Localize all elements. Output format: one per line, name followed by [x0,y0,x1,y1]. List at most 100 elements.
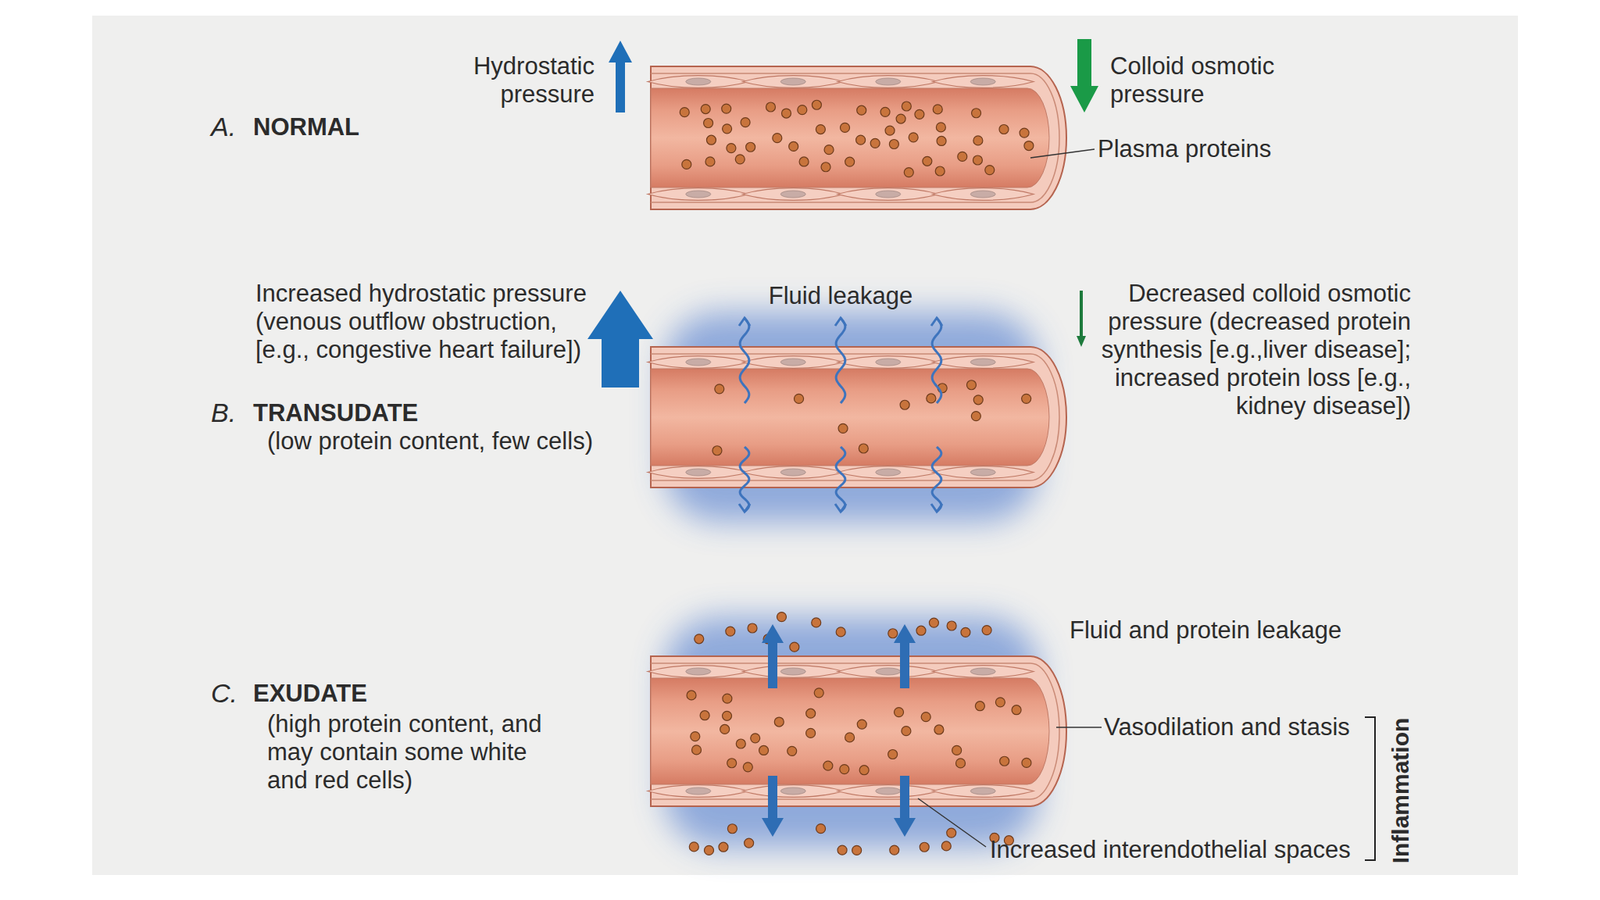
endothelial-cell [647,188,750,201]
plasma-protein [858,443,868,454]
endothelial-cell [932,75,1035,89]
leak-arrowhead [835,317,847,326]
wall-layer-line [650,798,1031,800]
plasma-protein [686,690,697,700]
plasma-protein [914,109,925,119]
cell-nucleus [970,468,996,476]
plasma-protein [957,151,968,161]
plasma-protein [692,745,702,755]
plasma-protein [772,133,783,143]
endothelial-cell [742,665,845,679]
cell-nucleus [970,358,996,366]
plasma-protein [973,135,983,146]
panel-title: NORMAL [253,113,360,142]
leak-wave [932,446,942,512]
plasma-protein [946,621,957,631]
plasma-protein [704,845,715,855]
plasma-protein [750,733,761,743]
panel-letter: A. [210,112,236,141]
endothelial-cell [742,75,845,89]
blood-vessel [647,346,1067,488]
endothelial-cell [932,785,1035,798]
plasma-protein [896,114,906,124]
plasma-protein [972,155,983,165]
leak-wave [932,317,942,404]
plasma-protein [935,166,945,176]
cell-nucleus [875,787,901,795]
callout-label: Fluid leakage [768,282,913,311]
cell-nucleus [875,190,901,198]
leak-wave [739,446,750,512]
plasma-protein [725,626,736,636]
plasma-protein [781,108,791,118]
pressure-arrow [1076,290,1086,347]
plasma-protein [999,125,1009,135]
endothelial-cell [837,785,940,798]
leak-wave [739,317,750,404]
plasma-protein [721,103,732,114]
plasma-protein [888,749,898,759]
cell-nucleus [970,190,996,198]
plasma-protein [936,135,947,146]
plasma-protein [885,125,895,136]
plasma-protein [960,627,971,637]
plasma-protein [971,108,982,118]
endothelial-cell [837,356,940,369]
leader-line [1056,726,1102,729]
cell-nucleus [685,787,711,795]
plasma-protein [901,726,911,736]
plasma-protein [742,762,753,772]
cell-nucleus [970,78,996,86]
plasma-protein [880,107,890,117]
leak-arrowhead [739,317,750,326]
leak-arrowhead [931,503,943,512]
wall-layer-line [650,72,1031,75]
endothelial-cell [647,356,750,369]
plasma-protein [789,642,800,652]
leak-arrowhead [739,503,750,512]
panel-title: EXUDATE [253,679,368,708]
leader-line [917,798,986,847]
plasma-protein [932,104,943,115]
plasma-protein [857,105,867,115]
plasma-protein [971,411,981,422]
cell-nucleus [685,667,711,675]
inflammation-bracket [1364,717,1375,861]
endothelial-cell [647,785,750,798]
plasma-protein [718,842,729,852]
callout-label: Vasodilation and stasis [1103,713,1350,742]
endothelial-cell [837,75,940,89]
plasma-protein [838,423,848,433]
plasma-protein [852,845,862,855]
plasma-protein [824,145,834,155]
plasma-protein [975,701,985,711]
cell-nucleus [780,358,806,366]
vessel-lumen [650,368,1050,466]
plasma-protein [787,746,797,756]
plasma-protein [1000,756,1010,766]
endothelial-cell [647,466,750,479]
plasma-protein [700,104,711,115]
plasma-protein [735,739,746,749]
cell-nucleus [875,358,901,366]
plasma-protein [926,393,936,404]
plasma-protein [703,118,714,129]
plasma-protein [908,132,918,143]
plasma-protein [973,395,983,405]
cell-nucleus [780,787,806,795]
plasma-protein [985,165,995,175]
plasma-protein [903,167,914,178]
blood-vessel [647,656,1067,807]
protein-group [712,380,1032,456]
plasma-protein [921,712,931,722]
leak-wave [835,446,846,512]
plasma-protein [806,728,816,738]
cell-nucleus [780,468,806,476]
plasma-protein [857,719,867,729]
plasma-protein [1021,393,1032,404]
plasma-protein [705,157,715,167]
plasma-protein [916,625,926,636]
plasma-protein [774,717,784,727]
leader-line [1030,149,1095,158]
